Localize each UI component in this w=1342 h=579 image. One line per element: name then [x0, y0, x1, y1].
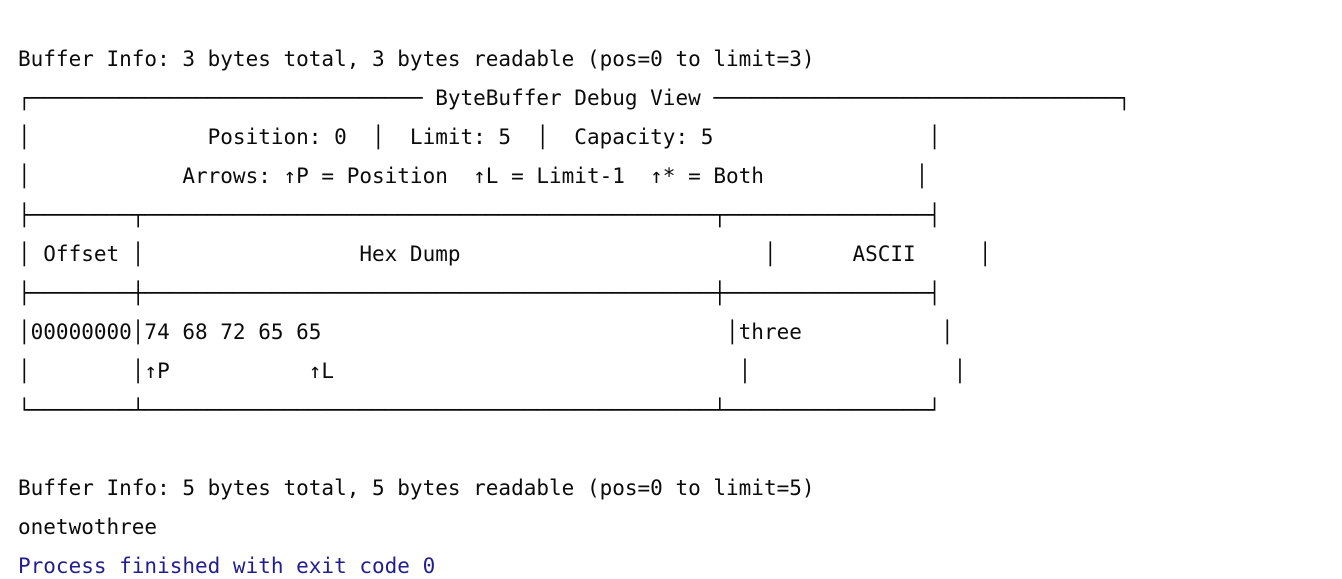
- console-line-debug-view-top-border: ┌─────────────────────────────── ByteBuf…: [18, 86, 1131, 110]
- console-line-decoded-string: onetwothree: [18, 515, 158, 539]
- console-line-table-bottom-rule: └────────┴──────────────────────────────…: [18, 398, 941, 422]
- console-line-hex-row-0: │00000000│74 68 72 65 65 │three │: [18, 320, 954, 344]
- console-line-arrow-row-0: │ │↑P ↑L │ │: [18, 359, 967, 383]
- console-line-arrows-legend: │ Arrows: ↑P = Position ↑L = Limit-1 ↑* …: [18, 164, 929, 188]
- console-line-table-top-rule: ├────────┬──────────────────────────────…: [18, 203, 941, 227]
- console-line-process-exit: Process finished with exit code 0: [18, 554, 436, 578]
- console-line-buffer-info-1: Buffer Info: 3 bytes total, 3 bytes read…: [18, 47, 815, 71]
- console-line-buffer-info-2: Buffer Info: 5 bytes total, 5 bytes read…: [18, 476, 815, 500]
- console-line-position-limit-capacity: │ Position: 0 │ Limit: 5 │ Capacity: 5 │: [18, 125, 941, 149]
- console-line-table-header-rule: ├────────┼──────────────────────────────…: [18, 281, 941, 305]
- console-line-table-header: │ Offset │ Hex Dump │ ASCII │: [18, 242, 992, 266]
